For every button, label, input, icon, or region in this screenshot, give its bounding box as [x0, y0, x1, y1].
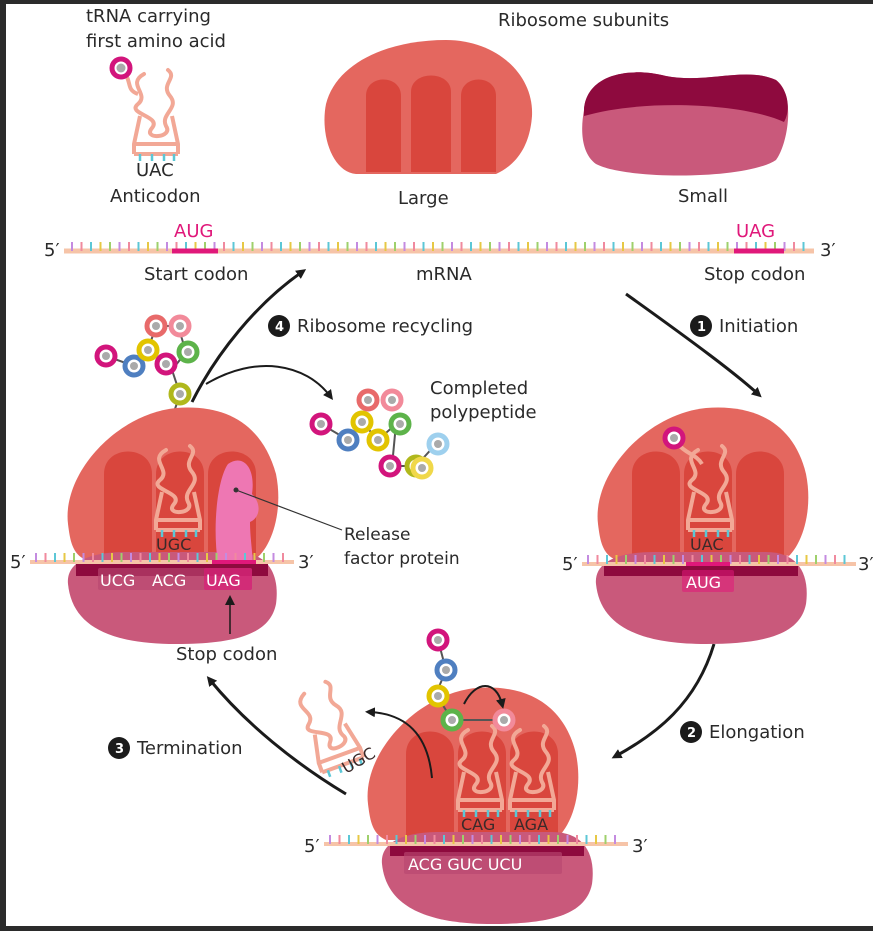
- polypeptide-label-line1: Completed: [430, 378, 528, 399]
- termination-codon-1: UCG: [100, 571, 135, 590]
- step-1-badge: 1 Initiation: [690, 315, 798, 337]
- initiation-three-prime: 3′: [858, 554, 873, 575]
- elongation-anticodon-right: AGA: [514, 815, 548, 834]
- release-factor-line1: Release: [344, 525, 410, 545]
- start-codon-label: Start codon: [144, 264, 248, 285]
- start-codon-sequence: AUG: [174, 221, 213, 242]
- subunits-title: Ribosome subunits: [498, 10, 669, 31]
- step-2-badge: 2 Elongation: [680, 721, 805, 743]
- polypeptide-label-line2: polypeptide: [430, 402, 537, 423]
- elongation-anticodon-left: CAG: [461, 815, 495, 834]
- termination-codon-2: ACG: [152, 571, 186, 590]
- mrna-label: mRNA: [416, 264, 473, 285]
- elongation-arrow: [611, 643, 716, 759]
- release-polypeptide-arrow: [205, 365, 334, 400]
- step-3-number: 3: [115, 742, 124, 757]
- step-2-label: Elongation: [709, 722, 805, 743]
- initiation-arrow: [625, 292, 762, 398]
- step-3-badge: 3 Termination: [108, 737, 243, 759]
- ribosome-subunits-legend: Ribosome subunits Large Small: [324, 10, 789, 209]
- anticodon-label: Anticodon: [110, 186, 201, 207]
- small-subunit-label: Small: [678, 186, 728, 207]
- termination-anticodon: UGC: [156, 535, 191, 554]
- trna-icon: [132, 68, 180, 163]
- elongation-codons: ACG GUC UCU: [408, 855, 522, 874]
- diagram-canvas: tRNA carrying first amino acid UAC Antic…: [6, 4, 873, 926]
- termination-five-prime: 5′: [10, 552, 26, 573]
- step-1-label: Initiation: [719, 316, 798, 337]
- initiation-anticodon: UAC: [690, 535, 724, 554]
- trna-legend: tRNA carrying first amino acid UAC Antic…: [86, 6, 226, 207]
- termination-stop-codon-label: Stop codon: [176, 644, 277, 665]
- large-subunit-label: Large: [398, 188, 449, 209]
- termination-codon-3: UAG: [206, 571, 241, 590]
- stop-codon-sequence: UAG: [736, 221, 775, 242]
- step-3-label: Termination: [136, 738, 243, 759]
- step-4-label: Ribosome recycling: [297, 316, 473, 337]
- mrna-three-prime: 3′: [820, 240, 836, 261]
- initiation-codon: AUG: [686, 573, 721, 592]
- mrna-strand: 5′ AUG UAG 3′ Start codon mRNA Stop codo…: [44, 221, 836, 285]
- elongation-ribosome: CAG AGA UGC 5′ 3′ ACG GUC UCU: [291, 628, 648, 924]
- initiation-ribosome: UAC 5′ 3′ AUG: [562, 407, 873, 644]
- mrna-five-prime: 5′: [44, 240, 60, 261]
- step-4-number: 4: [275, 320, 284, 335]
- initiation-five-prime: 5′: [562, 554, 578, 575]
- release-factor-icon: [215, 460, 259, 564]
- translation-diagram: tRNA carrying first amino acid UAC Antic…: [10, 6, 873, 924]
- release-factor-line2: factor protein: [344, 549, 460, 569]
- step-1-number: 1: [697, 320, 706, 335]
- step-4-badge: 4 Ribosome recycling: [268, 315, 473, 337]
- mrna-nucleotide-ticks: [71, 242, 805, 251]
- termination-ribosome: UGC Release factor protein 5′ 3′ UCG ACG…: [10, 407, 460, 665]
- stop-codon-label: Stop codon: [704, 264, 805, 285]
- termination-three-prime: 3′: [298, 552, 314, 573]
- completed-polypeptide: Completed polypeptide: [309, 378, 537, 480]
- anticodon-sequence: UAC: [136, 160, 174, 181]
- trna-title-line2: first amino acid: [86, 31, 226, 52]
- trna-title-line1: tRNA carrying: [86, 6, 211, 27]
- cycle-arrows: [190, 269, 762, 796]
- termination-arrow: [206, 676, 347, 796]
- recycling-arrow: [190, 269, 307, 403]
- bottom-edge-strip: [0, 926, 873, 931]
- elongation-three-prime: 3′: [632, 836, 648, 857]
- step-2-number: 2: [687, 726, 696, 741]
- elongation-five-prime: 5′: [304, 836, 320, 857]
